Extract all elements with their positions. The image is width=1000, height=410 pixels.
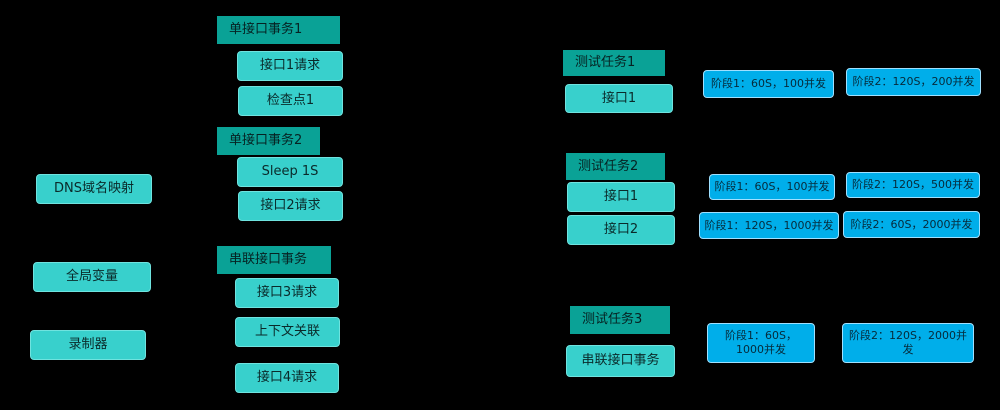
- test-task-3-item[interactable]: 串联接口事务: [566, 345, 675, 377]
- transaction-2-item[interactable]: 接口2请求: [238, 191, 343, 221]
- global-variables-node[interactable]: 全局变量: [33, 262, 151, 292]
- dns-mapping-node[interactable]: DNS域名映射: [36, 174, 152, 204]
- transaction-3-header[interactable]: 串联接口事务: [217, 246, 331, 274]
- transaction-1-item[interactable]: 检查点1: [238, 86, 343, 116]
- transaction-2-header[interactable]: 单接口事务2: [217, 127, 320, 155]
- transaction-1-item[interactable]: 接口1请求: [237, 51, 343, 81]
- transaction-3-item[interactable]: 接口4请求: [235, 363, 339, 393]
- recorder-node[interactable]: 录制器: [30, 330, 146, 360]
- transaction-2-item[interactable]: Sleep 1S: [237, 157, 343, 187]
- test-task-3-phase[interactable]: 阶段2：120S，2000并发: [842, 323, 974, 363]
- test-task-1-item[interactable]: 接口1: [565, 84, 673, 113]
- transaction-3-item[interactable]: 上下文关联: [235, 317, 340, 347]
- test-task-2-phase[interactable]: 阶段1：120S，1000并发: [699, 212, 839, 239]
- transaction-1-header[interactable]: 单接口事务1: [217, 16, 340, 44]
- test-task-2-item[interactable]: 接口2: [567, 215, 675, 245]
- test-task-2-phase[interactable]: 阶段2：120S，500并发: [846, 172, 980, 198]
- test-task-2-header[interactable]: 测试任务2: [566, 153, 665, 180]
- test-task-3-header[interactable]: 测试任务3: [570, 306, 670, 334]
- test-task-1-phase[interactable]: 阶段1：60S，100并发: [703, 70, 834, 98]
- test-task-2-phase[interactable]: 阶段1：60S，100并发: [709, 174, 835, 200]
- test-task-2-item[interactable]: 接口1: [567, 182, 675, 212]
- test-task-1-phase[interactable]: 阶段2：120S，200并发: [846, 68, 981, 96]
- transaction-3-item[interactable]: 接口3请求: [235, 278, 339, 308]
- test-task-2-phase[interactable]: 阶段2：60S，2000并发: [843, 211, 980, 238]
- test-task-3-phase[interactable]: 阶段1：60S，1000并发: [707, 323, 815, 363]
- test-task-1-header[interactable]: 测试任务1: [563, 50, 665, 76]
